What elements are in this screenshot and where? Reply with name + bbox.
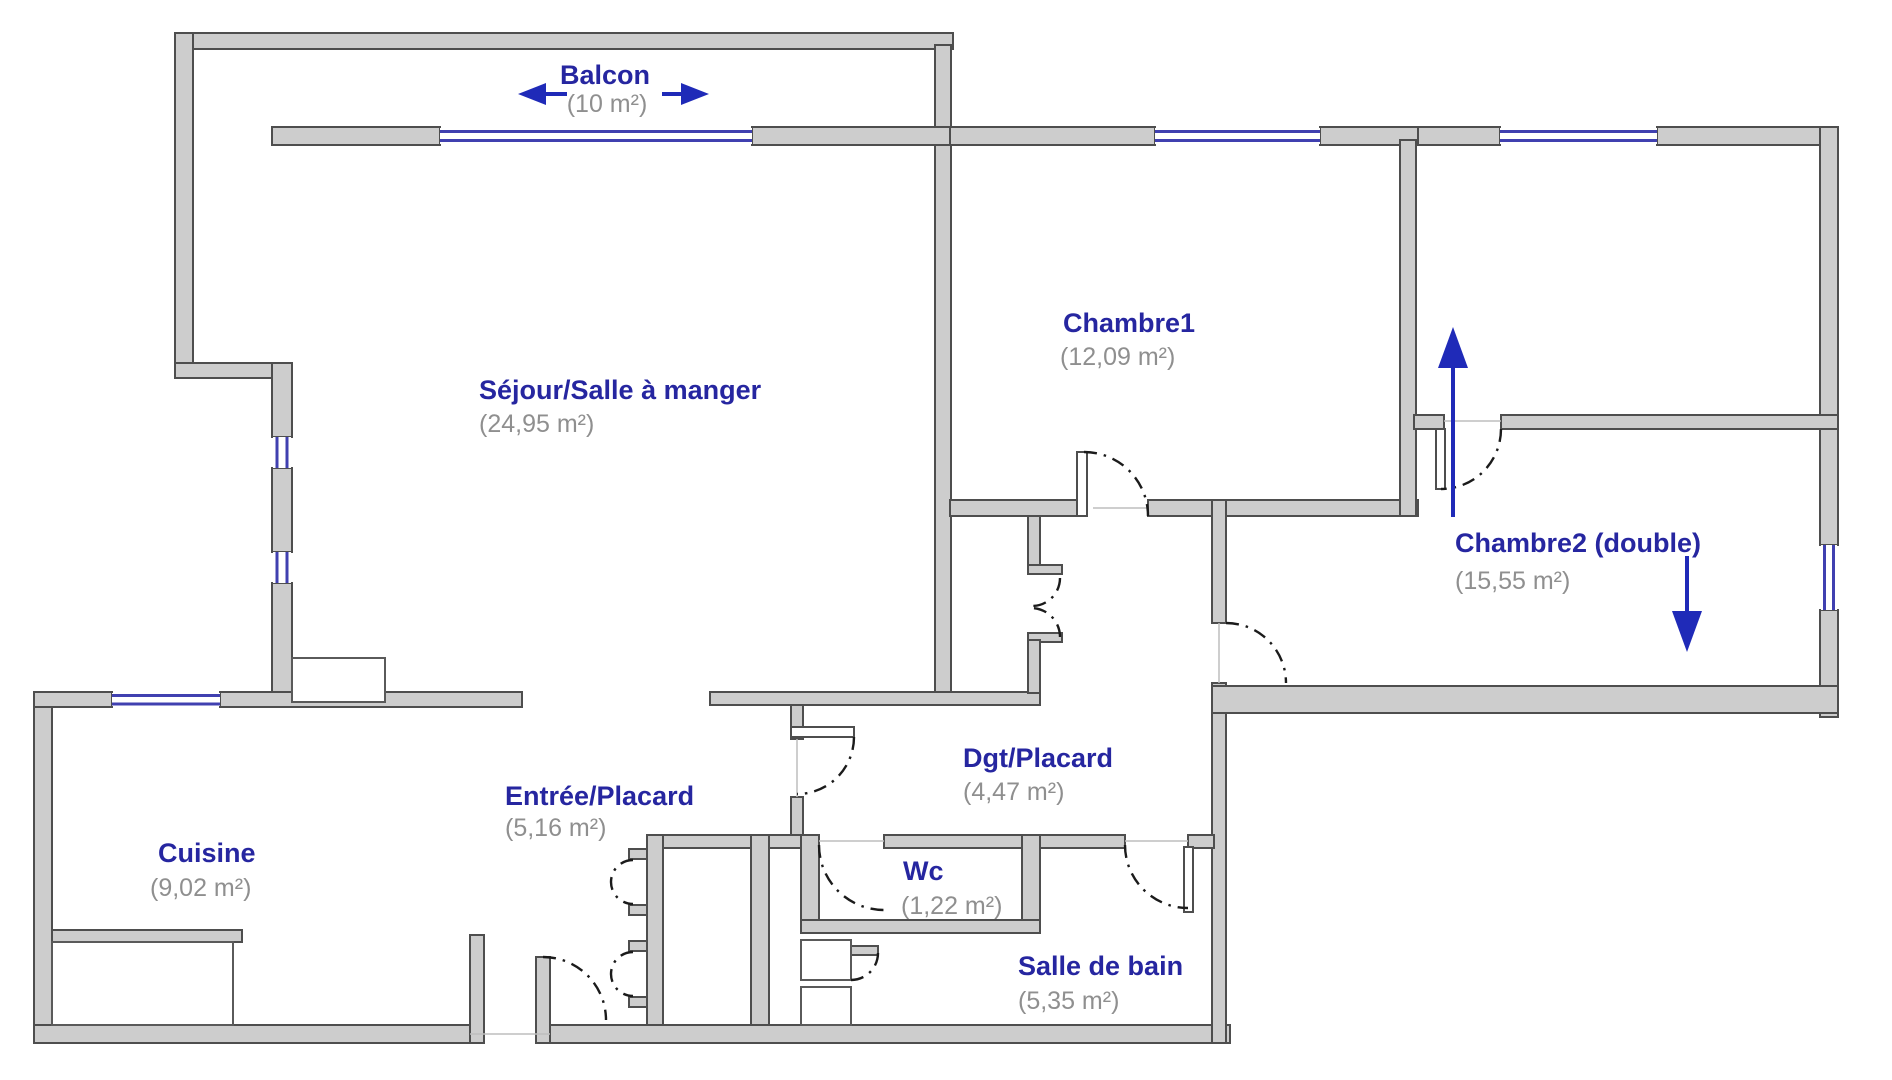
room-area: (5,35 m²) (1018, 987, 1119, 1015)
room-name: Salle de bain (1018, 951, 1183, 981)
room-area: (5,16 m²) (505, 814, 606, 842)
room-name: Cuisine (158, 838, 256, 868)
balcon-extent-arrows (518, 83, 709, 105)
room-name: Entrée/Placard (505, 781, 694, 811)
room-label-balcon: Balcon (10 m²) (560, 60, 650, 118)
room-name: Chambre1 (1063, 308, 1195, 338)
room-name: Balcon (560, 60, 650, 90)
fixture-boxes (51, 657, 852, 1026)
room-label-chambre1: Chambre1 (12,09 m²) (1060, 308, 1195, 371)
room-area: (15,55 m²) (1455, 567, 1570, 595)
walls (33, 32, 1839, 1044)
door-thresholds (470, 420, 1501, 1035)
room-area: (1,22 m²) (901, 892, 1002, 920)
room-area: (10 m²) (567, 90, 648, 118)
door-leaves (790, 428, 1446, 913)
room-area: (9,02 m²) (150, 874, 251, 902)
room-labels: Balcon (10 m²) Séjour/Salle à manger (24… (150, 60, 1701, 1015)
room-name: Chambre2 (double) (1455, 528, 1701, 558)
room-name: Séjour/Salle à manger (479, 375, 762, 405)
room-area: (4,47 m²) (963, 778, 1064, 806)
room-label-chambre2: Chambre2 (double) (15,55 m²) (1455, 528, 1701, 595)
room-label-cuisine: Cuisine (9,02 m²) (150, 838, 256, 902)
chambre2-extent-arrows (1438, 327, 1702, 652)
room-area: (24,95 m²) (479, 410, 594, 438)
arrow-down-icon (1672, 556, 1702, 652)
arrow-left-icon (518, 83, 567, 105)
room-label-wc: Wc (1,22 m²) (901, 856, 1002, 920)
windows (112, 128, 1837, 706)
room-label-entree: Entrée/Placard (5,16 m²) (505, 781, 694, 842)
room-area: (12,09 m²) (1060, 343, 1175, 371)
room-label-dgt: Dgt/Placard (4,47 m²) (963, 743, 1113, 806)
room-label-sejour: Séjour/Salle à manger (24,95 m²) (479, 375, 762, 438)
room-label-sdb: Salle de bain (5,35 m²) (1018, 951, 1183, 1015)
arrow-right-icon (662, 83, 709, 105)
room-name: Wc (903, 856, 944, 886)
room-name: Dgt/Placard (963, 743, 1113, 773)
door-swing-arcs (542, 428, 1503, 1021)
arrow-up-icon (1438, 327, 1468, 517)
